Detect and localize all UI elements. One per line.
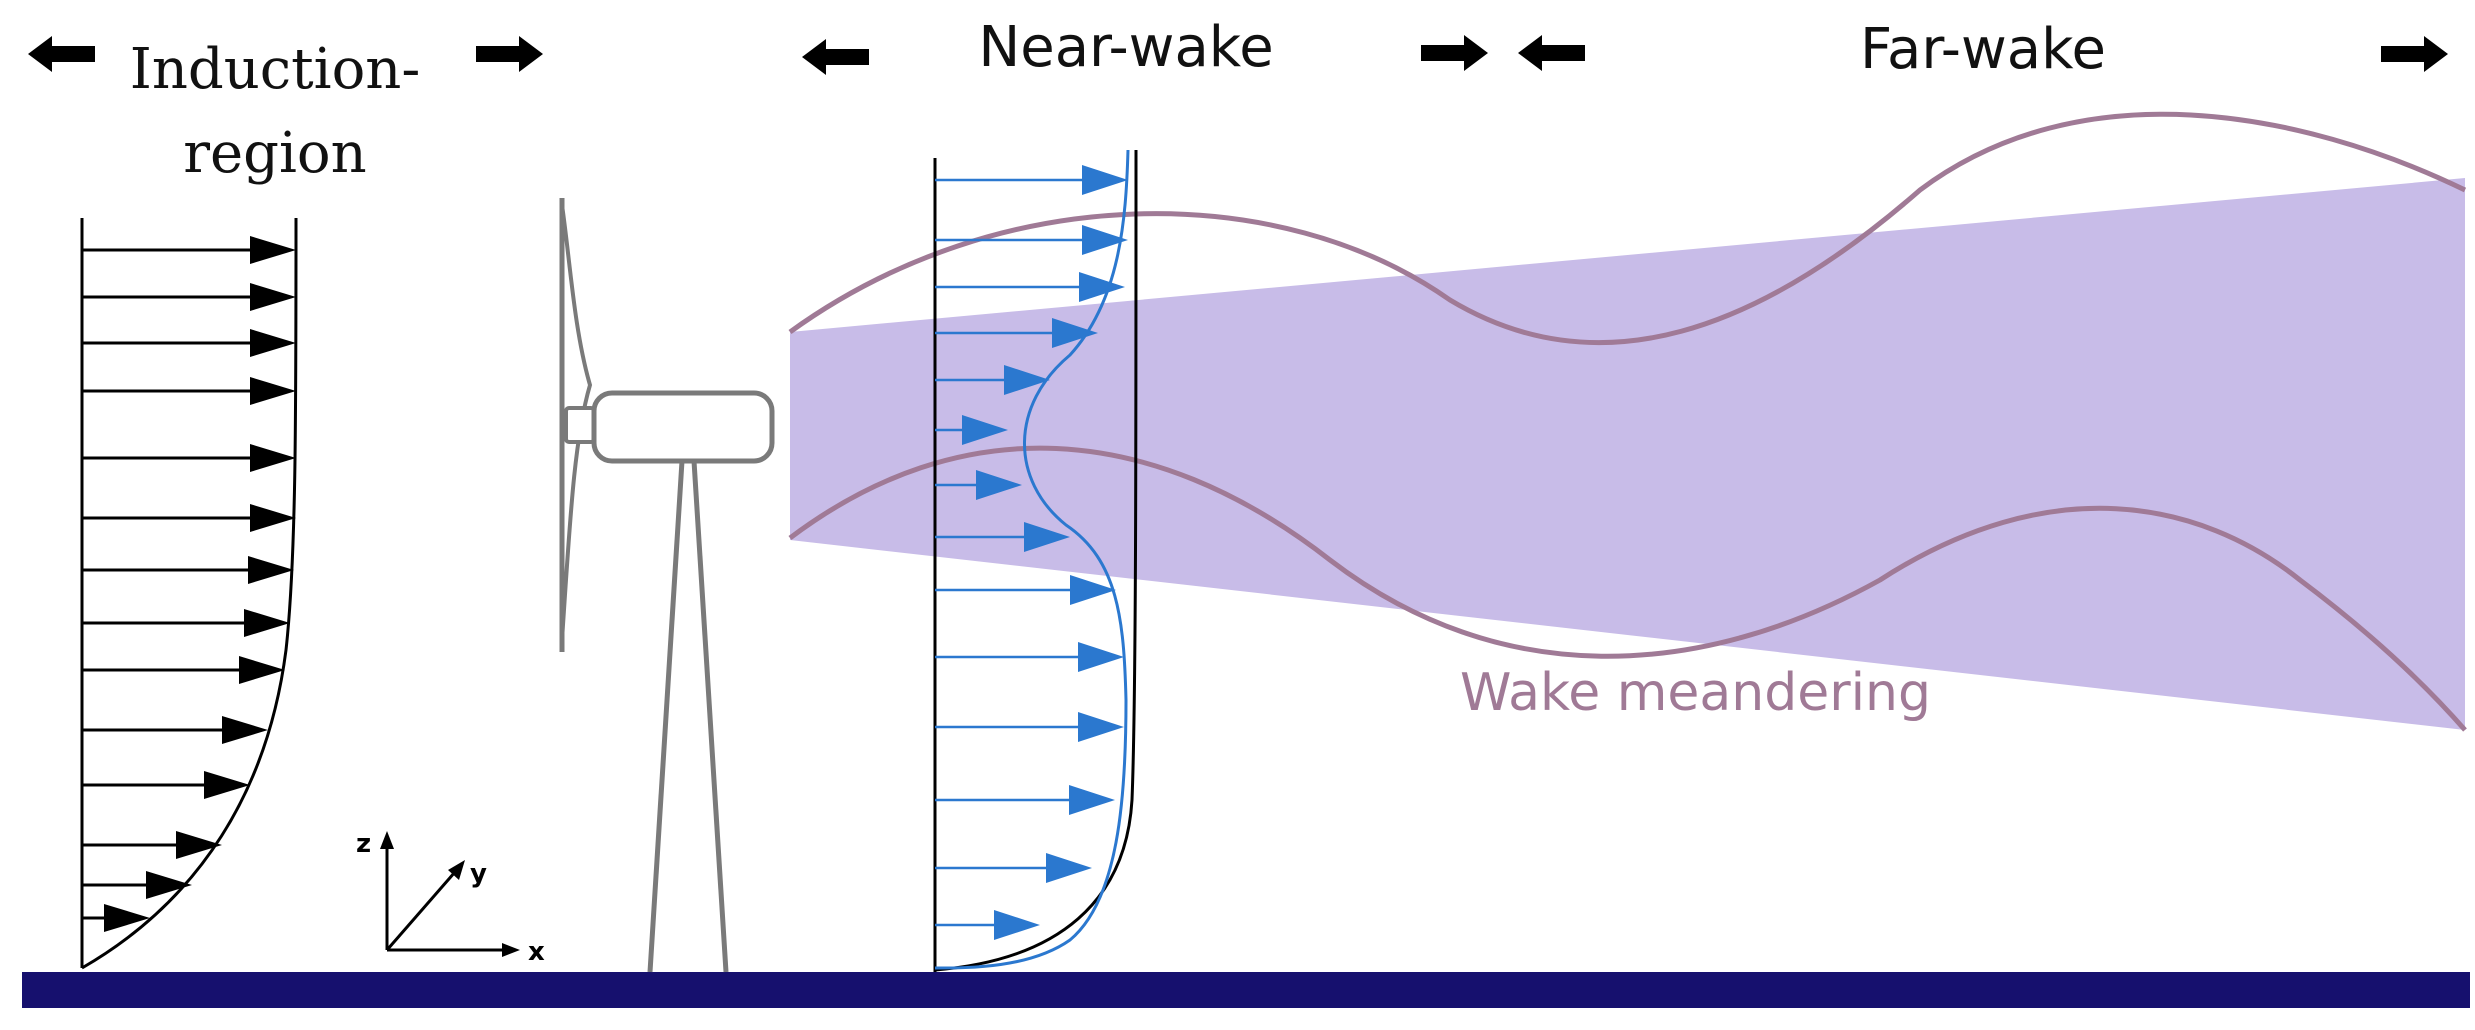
ground bbox=[22, 972, 2470, 1008]
wake-meandering-upper-curve bbox=[788, 111, 2467, 346]
inflow-arrow-head bbox=[248, 556, 294, 584]
inflow-arrow-head bbox=[204, 771, 250, 799]
inflow-arrow-head bbox=[176, 831, 222, 859]
far-wake-label: Far-wake bbox=[1860, 17, 2106, 82]
axis-y-label: y bbox=[470, 859, 487, 889]
arrow-left-icon bbox=[28, 36, 95, 72]
inflow-velocity-profile bbox=[80, 217, 298, 970]
inflow-arrow-head bbox=[250, 504, 296, 532]
wake-arrow-head bbox=[1082, 165, 1128, 195]
axis-z-label: z bbox=[356, 829, 371, 859]
inflow-arrow-head bbox=[104, 904, 150, 932]
inflow-arrow-head bbox=[250, 236, 296, 264]
inflow-arrow-head bbox=[250, 444, 296, 472]
wake-arrow-head bbox=[1078, 642, 1124, 672]
inflow-arrow-head bbox=[250, 377, 296, 405]
wind-turbine-icon bbox=[559, 198, 775, 973]
inflow-arrow-head bbox=[244, 609, 290, 637]
wake-meandering-lower-curve bbox=[788, 445, 2467, 732]
arrow-right-icon bbox=[1421, 35, 1488, 71]
wake-arrow-head bbox=[1052, 318, 1098, 348]
induction-region-label-line2: region bbox=[183, 121, 366, 186]
arrow-left-icon bbox=[1518, 35, 1585, 71]
coordinate-axes bbox=[380, 831, 520, 957]
arrow-left-icon bbox=[802, 39, 869, 75]
wake-arrow-head bbox=[1024, 522, 1070, 552]
inflow-arrow-head bbox=[239, 656, 285, 684]
near-wake-label: Near-wake bbox=[978, 15, 1273, 80]
inflow-profile-curve bbox=[81, 217, 298, 970]
inflow-arrow-head bbox=[250, 329, 296, 357]
near-wake-velocity-profile bbox=[933, 149, 1138, 972]
wake-arrow-head bbox=[1069, 785, 1115, 815]
wake-arrow-head bbox=[1046, 853, 1092, 883]
wake-arrow-head bbox=[1082, 225, 1128, 255]
wake-arrow-head bbox=[1070, 575, 1116, 605]
arrow-right-icon bbox=[476, 36, 543, 72]
undisturbed-profile-curve bbox=[934, 149, 1138, 972]
inflow-arrow-head bbox=[146, 871, 192, 899]
wake-arrow-head bbox=[962, 415, 1008, 445]
wake-meandering-label: Wake meandering bbox=[1460, 663, 1931, 723]
inflow-arrow-head bbox=[250, 283, 296, 311]
wake-arrow-head bbox=[1079, 272, 1125, 302]
region-arrows bbox=[28, 35, 2448, 75]
wake-arrow-head bbox=[994, 910, 1040, 940]
near-wake-velocity-arrows bbox=[935, 165, 1128, 940]
wake-region bbox=[790, 178, 2465, 730]
wake-arrow-head bbox=[1004, 365, 1050, 395]
wake-arrow-head bbox=[1078, 712, 1124, 742]
induction-region-label-line1: Induction- bbox=[130, 37, 421, 102]
inflow-velocity-arrows bbox=[82, 236, 296, 932]
wake-arrow-head bbox=[976, 470, 1022, 500]
arrow-right-icon bbox=[2381, 36, 2448, 72]
axis-x-label: x bbox=[528, 937, 545, 967]
inflow-arrow-head bbox=[222, 716, 268, 744]
